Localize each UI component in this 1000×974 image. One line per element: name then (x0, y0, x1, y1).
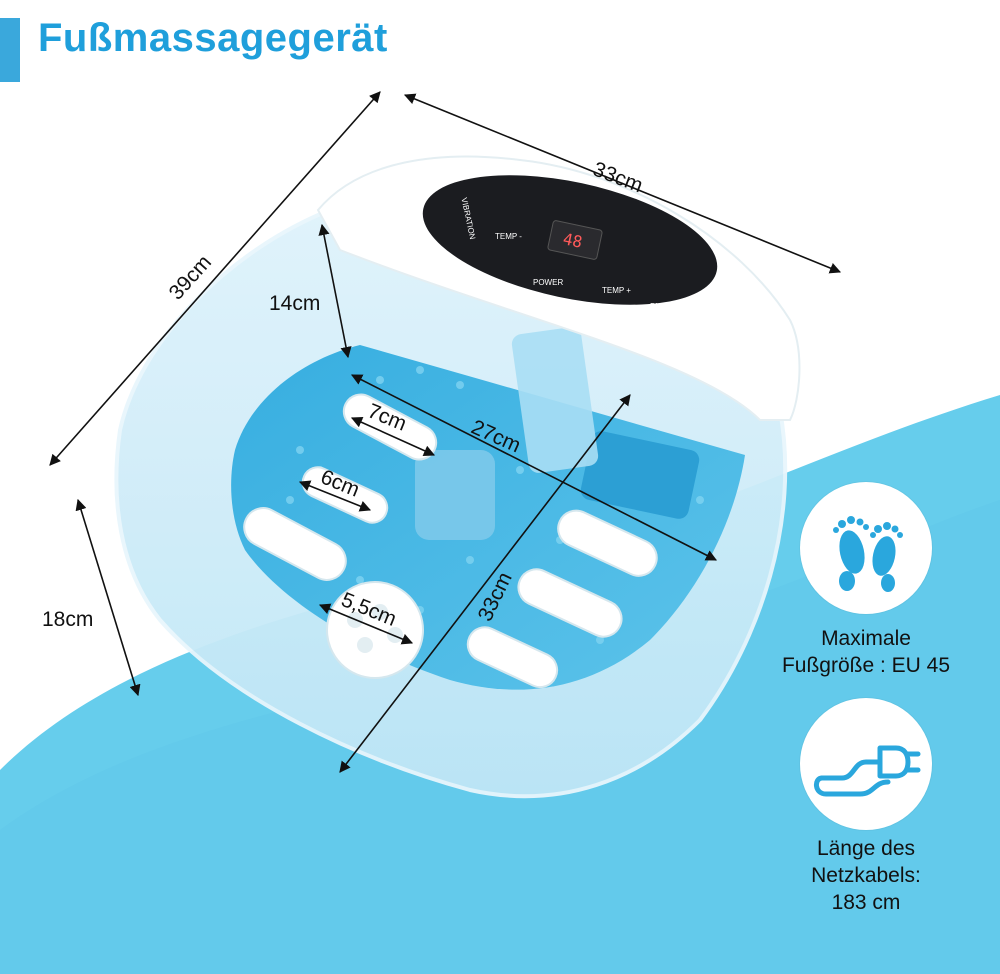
foot-size-badge (800, 482, 932, 614)
foot-size-line1: Maximale (821, 627, 911, 650)
cable-text: Länge des Netzkabels: 183 cm (760, 835, 972, 916)
temp-plus-label: TEMP + (602, 286, 631, 295)
foot-size-text: Maximale Fußgröße : EU 45 (760, 625, 972, 679)
dim-inner-height: 14cm (269, 292, 321, 315)
cable-badge (800, 698, 932, 830)
bubble-label: BUBBLE (650, 302, 682, 311)
dim-outer-height: 18cm (42, 608, 94, 631)
power-plug-icon (814, 745, 921, 797)
cable-line2: Netzkabels: (811, 864, 921, 887)
title-accent-bar (0, 18, 20, 82)
foot-size-line2: Fußgröße : EU 45 (781, 654, 951, 677)
page-title: Fußmassagegerät (38, 16, 388, 60)
power-label: POWER (533, 278, 564, 287)
cable-line3: 183 cm (831, 891, 901, 914)
footprints-icon (833, 516, 903, 592)
cable-line1: Länge des (816, 837, 916, 860)
